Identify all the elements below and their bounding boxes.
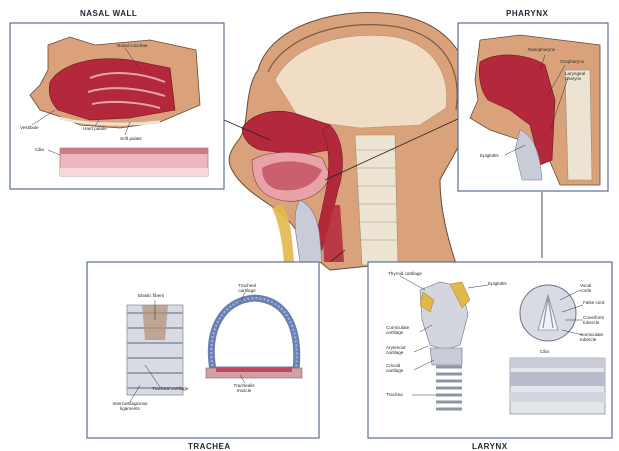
label-thyroid-cartilage: Thyroid cartilage bbox=[388, 272, 422, 277]
larynx-cilia-strip bbox=[510, 358, 605, 414]
label-larynx-epiglottis: Epiglottis bbox=[488, 282, 507, 287]
label-vestibule: Vestibule bbox=[20, 126, 39, 131]
label-tracheal-cartilage: Tracheal cartilage bbox=[152, 387, 188, 392]
label-cuneiform-tubercle: Cuneiform tubercle bbox=[583, 316, 611, 325]
label-oropharynx: Oropharynx bbox=[560, 60, 584, 65]
pharynx-spine bbox=[565, 70, 592, 180]
label-hard-palate: Hard palate bbox=[83, 127, 107, 132]
trachea-panel bbox=[87, 262, 319, 438]
label-pharynx-epiglottis: Epiglottis bbox=[480, 154, 499, 159]
label-elastic-fibers: Elastic fibers bbox=[138, 294, 164, 299]
label-trachealis-muscle: Trachealis muscle bbox=[230, 384, 258, 393]
label-cricoid-cartilage: Cricoid cartilage bbox=[386, 364, 416, 373]
pharynx-title: PHARYNX bbox=[506, 9, 548, 18]
vocal-cords-view bbox=[520, 285, 576, 341]
label-larynx-cilia: Cilia bbox=[540, 350, 549, 355]
label-soft-palate: Soft palate bbox=[120, 137, 142, 142]
label-false-cord: False cord bbox=[583, 301, 605, 306]
label-tracheal-cartilage-ring: Tracheal cartilage bbox=[232, 284, 262, 293]
cervical-vertebrae bbox=[355, 135, 398, 265]
nasal-wall-title: NASAL WALL bbox=[80, 9, 137, 18]
label-arytenoid-cartilage: Arytenoid cartilage bbox=[386, 346, 416, 355]
larynx-title: LARYNX bbox=[472, 442, 508, 451]
label-laryngeal-pharynx: Laryngeal pharynx bbox=[565, 72, 601, 81]
label-larynx-trachea: Trachea bbox=[386, 393, 403, 398]
label-nasal-cilia: Cilia bbox=[35, 148, 44, 153]
label-vocal-cords: Vocal cords bbox=[580, 284, 602, 293]
trachea-title: TRACHEA bbox=[188, 442, 231, 451]
nasal-cavity-detail bbox=[49, 59, 175, 120]
label-corniculate-tubercle: Corniculate tubercle bbox=[580, 333, 610, 342]
label-corniculate-cartilage: Corniculate cartilage bbox=[386, 326, 420, 335]
label-nasal-conchae: Nasal conchae bbox=[117, 44, 147, 49]
label-nasopharynx: Nasopharynx bbox=[528, 48, 555, 53]
central-head-illustration bbox=[229, 12, 471, 275]
cilia-strip bbox=[60, 148, 208, 176]
label-intercartilaginous-ligaments: Intercartilaginous ligaments bbox=[105, 402, 155, 411]
